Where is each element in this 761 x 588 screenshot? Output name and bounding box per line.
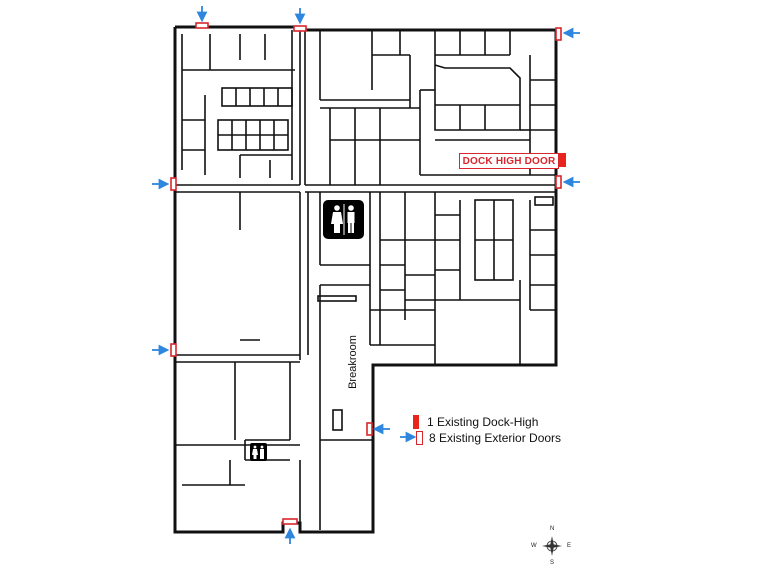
compass-rose-icon — [542, 536, 562, 556]
exterior-door-swatch-icon — [416, 431, 423, 445]
exterior-door-arrows — [152, 6, 580, 544]
dock-high-door-label: DOCK HIGH DOOR — [459, 153, 559, 169]
restroom-icon-small — [250, 443, 267, 461]
compass-south: S — [550, 560, 555, 566]
dock-high-door-marker — [559, 153, 566, 167]
legend-dock-high: 1 Existing Dock-High — [413, 415, 538, 429]
breakroom-label: Breakroom — [347, 335, 359, 389]
compass-west: W — [531, 543, 537, 549]
legend-exterior-doors-label: 8 Existing Exterior Doors — [429, 431, 562, 445]
compass-east: E — [567, 543, 572, 549]
legend-exterior-doors: 8 Existing Exterior Doors — [416, 431, 561, 445]
outer-walls — [173, 25, 558, 534]
restroom-icon — [323, 200, 364, 239]
dock-high-swatch-icon — [413, 415, 419, 429]
compass-north: N — [550, 526, 555, 532]
interior-walls — [175, 30, 556, 530]
legend-dock-high-label: 1 Existing Dock-High — [427, 415, 539, 429]
exterior-doors — [170, 22, 562, 525]
